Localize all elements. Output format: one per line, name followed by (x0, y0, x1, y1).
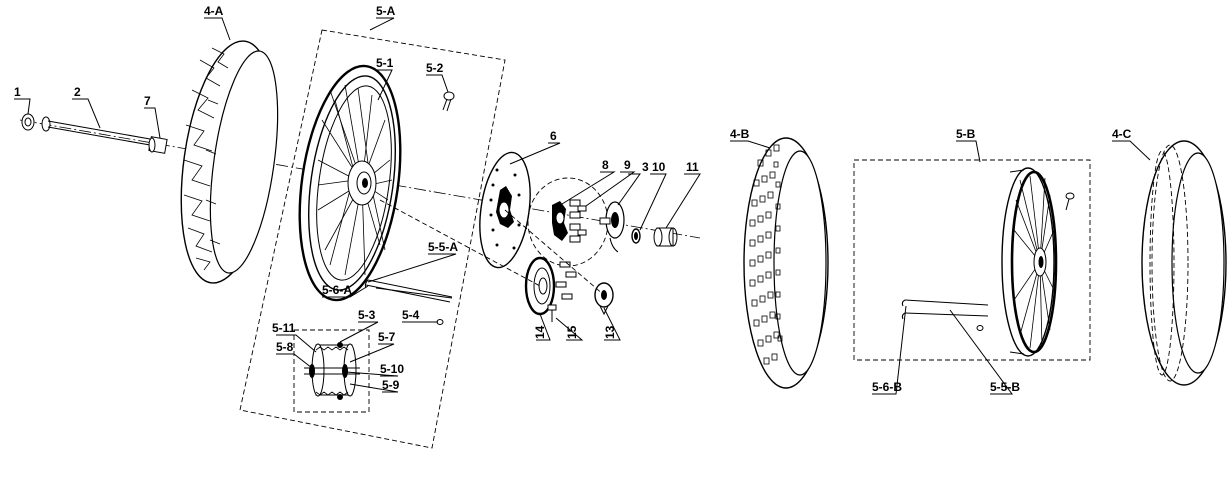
axle-shaft (47, 120, 151, 146)
leader-lines (14, 17, 1151, 395)
hub-plate-3 (599, 201, 625, 253)
label-11: 11 (686, 160, 699, 174)
label-5-10: 5-10 (380, 362, 404, 376)
tire-4c (1141, 140, 1227, 386)
label-5-5b: 5-5-B (990, 380, 1020, 394)
label-5-9: 5-9 (382, 378, 400, 392)
label-9: 9 (624, 158, 631, 172)
bolts-9 (569, 199, 587, 243)
bolt-detail-circle (527, 177, 609, 267)
spoked-wheel-5b (1001, 167, 1058, 357)
tire-4a (180, 40, 279, 284)
assembly-box-5b (853, 159, 1091, 361)
sprocket-center-line (379, 199, 541, 287)
part-labels: 1 2 7 4-A 5-A 5-1 5-2 6 8 9 3 10 11 5-5-… (14, 4, 1132, 394)
label-5b: 5-B (956, 127, 976, 141)
label-5-6b: 5-6-B (872, 380, 902, 394)
spacer-11 (653, 227, 678, 247)
label-5-11: 5-11 (272, 321, 296, 335)
label-5-4: 5-4 (402, 308, 420, 322)
label-1: 1 (14, 85, 21, 99)
axle-spacer (148, 136, 168, 154)
label-4a: 4-A (204, 4, 224, 18)
assembly-box-5a (239, 29, 506, 449)
label-5-2: 5-2 (426, 61, 444, 75)
label-5-7: 5-7 (378, 330, 396, 344)
label-14: 14 (533, 325, 547, 339)
label-8: 8 (602, 158, 609, 172)
tire-4b (743, 137, 829, 389)
valve-5-2 (442, 91, 455, 112)
label-5a: 5-A (376, 4, 396, 18)
label-5-1: 5-1 (376, 56, 394, 70)
label-15: 15 (565, 325, 579, 339)
label-6: 6 (550, 129, 557, 143)
bearing-13 (594, 282, 614, 316)
disc-center-line (504, 209, 605, 296)
spoked-wheel-5-1 (298, 64, 402, 302)
collar-10 (631, 228, 641, 244)
label-5-5a: 5-5-A (428, 240, 458, 254)
label-5-6a: 5-6-A (322, 283, 352, 297)
label-10: 10 (652, 160, 666, 174)
hub-detail-box (293, 329, 370, 413)
bolts-15 (547, 261, 577, 322)
label-5-3: 5-3 (358, 308, 376, 322)
spokes-5b (901, 299, 989, 331)
label-13: 13 (603, 325, 617, 339)
valve-5b (1065, 192, 1075, 211)
hub-assembly (304, 342, 360, 400)
spokes-5a (364, 279, 453, 303)
label-7: 7 (144, 94, 151, 108)
sprocket-adapter-8 (552, 201, 568, 241)
label-4b: 4-B (730, 127, 750, 141)
label-4c: 4-C (1112, 127, 1132, 141)
label-5-8: 5-8 (276, 340, 294, 354)
sprocket-14 (524, 256, 556, 316)
label-2: 2 (74, 85, 81, 99)
label-3: 3 (642, 160, 649, 174)
axle-nut (21, 113, 51, 132)
